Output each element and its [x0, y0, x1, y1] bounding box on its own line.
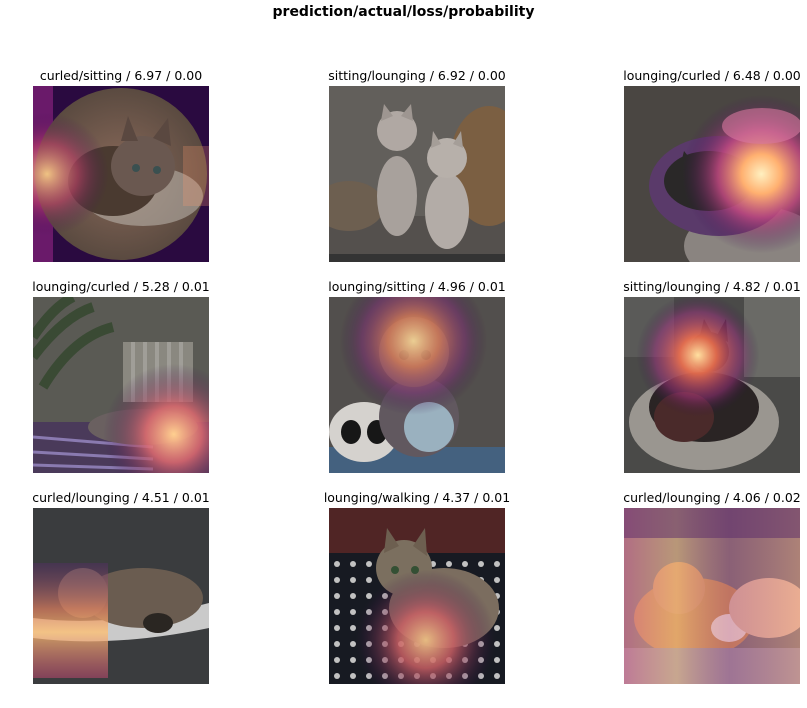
panel-title: lounging/curled / 5.28 / 0.01 [32, 279, 210, 294]
heatmap-image [329, 508, 505, 684]
panel-title: lounging/sitting / 4.96 / 0.01 [328, 279, 506, 294]
panel-title: sitting/lounging / 6.92 / 0.00 [328, 68, 506, 83]
panel-title: sitting/lounging / 4.82 / 0.01 [623, 279, 801, 294]
heatmap-image [33, 86, 209, 262]
panel-title: curled/lounging / 4.06 / 0.02 [623, 490, 801, 505]
heatmap-image [329, 297, 505, 473]
heatmap-image [329, 86, 505, 262]
figure-suptitle: prediction/actual/loss/probability [272, 4, 535, 20]
panel-title: curled/sitting / 6.97 / 0.00 [39, 68, 203, 83]
heatmap-image [624, 508, 800, 684]
heatmap-image [33, 297, 209, 473]
panel-title: curled/lounging / 4.51 / 0.01 [32, 490, 210, 505]
panel-title: lounging/walking / 4.37 / 0.01 [323, 490, 511, 505]
heatmap-image [624, 297, 800, 473]
heatmap-image [33, 508, 209, 684]
panel-title: lounging/curled / 6.48 / 0.00 [623, 68, 801, 83]
heatmap-image [624, 86, 800, 262]
